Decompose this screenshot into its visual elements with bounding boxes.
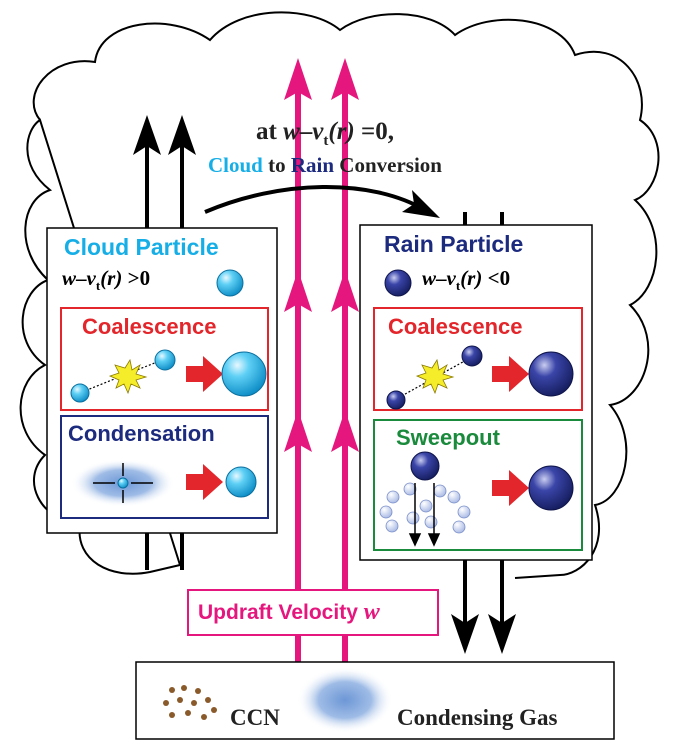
collision-burst-icon bbox=[415, 358, 455, 395]
small-droplet-icon bbox=[154, 349, 176, 371]
rain-particle-title: Rain Particle bbox=[384, 231, 524, 257]
sweepout-label: Sweepout bbox=[396, 425, 500, 450]
collision-burst-icon bbox=[108, 358, 148, 395]
red-arrow-icon bbox=[186, 356, 223, 392]
large-droplet-icon bbox=[221, 351, 267, 397]
sweep-arrows-icon bbox=[408, 483, 441, 547]
rain-coalescence-label: Coalescence bbox=[388, 314, 523, 339]
small-droplet-icon bbox=[70, 383, 90, 403]
equilibrium-condition: at w–vt(r) =0, bbox=[256, 118, 395, 149]
conversion-label: Cloud to Rain Conversion bbox=[208, 153, 442, 177]
inward-arrows-icon bbox=[93, 463, 153, 503]
updraft-label-box bbox=[187, 589, 439, 636]
grown-droplet-icon bbox=[225, 466, 257, 498]
rain-fall-arrows bbox=[451, 558, 516, 654]
ccn-label: CCN bbox=[230, 705, 280, 730]
red-arrow-icon bbox=[492, 470, 529, 506]
updraft-label: Updraft Velocity w bbox=[198, 599, 380, 625]
ccn-particles-icon bbox=[163, 685, 217, 720]
collector-drop-icon bbox=[528, 465, 574, 511]
cloud-rise-arrows bbox=[133, 115, 196, 570]
small-rain-drop-icon bbox=[386, 390, 406, 410]
rain-particle-condition: w–vt(r) <0 bbox=[422, 266, 511, 294]
rain-drop-icon bbox=[384, 269, 412, 297]
condensing-gas-label: Condensing Gas bbox=[397, 705, 558, 730]
large-rain-drop-icon bbox=[528, 351, 574, 397]
cloud-particle-title: Cloud Particle bbox=[64, 234, 219, 260]
red-arrow-icon bbox=[492, 356, 529, 392]
cloud-droplet-icon bbox=[216, 269, 244, 297]
small-rain-drop-icon bbox=[461, 345, 483, 367]
red-arrow-icon bbox=[186, 464, 223, 500]
cloud-particle-condition: w–vt(r) >0 bbox=[62, 266, 151, 294]
falling-rain-drop-icon bbox=[410, 451, 440, 481]
cloud-coalescence-label: Coalescence bbox=[82, 314, 217, 339]
condensation-label: Condensation bbox=[68, 421, 215, 446]
condensing-gas-icon bbox=[297, 667, 393, 733]
conversion-arrow bbox=[204, 185, 427, 214]
